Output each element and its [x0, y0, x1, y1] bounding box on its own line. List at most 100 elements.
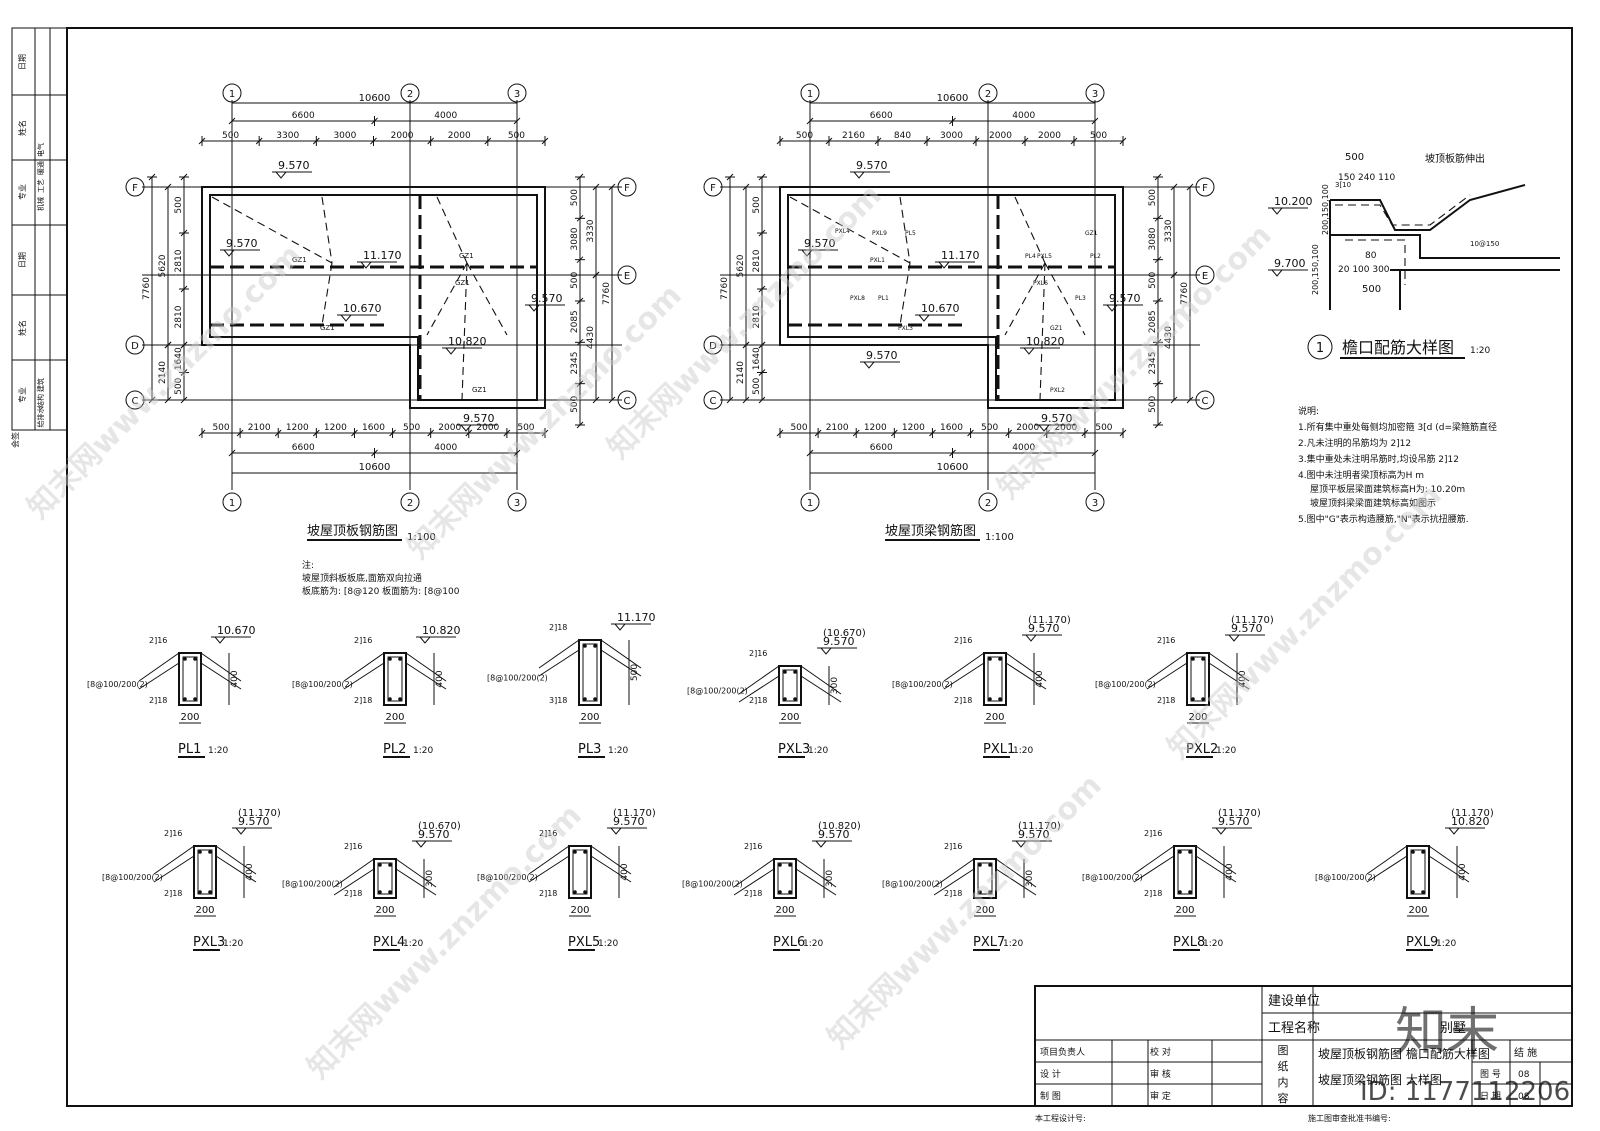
- axis-bubble: [800, 83, 820, 103]
- elev-mark: [460, 424, 472, 432]
- section-scale: 1:20: [413, 746, 433, 756]
- watermark: 知末网www.znzmo.com: [991, 218, 1279, 506]
- top-bar-label: 2]16: [1157, 636, 1175, 645]
- width-label: 200: [1408, 905, 1427, 916]
- elevation-label: (11.170): [613, 808, 656, 819]
- dim-label: 7760: [602, 282, 612, 305]
- dim-total: 10600: [937, 462, 969, 473]
- rebar-dot: [1201, 697, 1205, 701]
- elev-mark: [1271, 207, 1283, 215]
- hip-beam: [321, 196, 333, 264]
- dim-label: 2810: [174, 305, 184, 328]
- dim-label: 500: [752, 196, 762, 213]
- top-bar-label: 2]16: [954, 636, 972, 645]
- elev-mark: [938, 261, 950, 269]
- watermark-logo: 知末: [1395, 1003, 1499, 1063]
- slab-edge: [538, 639, 642, 677]
- rebar-dot: [788, 890, 792, 894]
- axis-label: 2: [407, 89, 413, 100]
- depth-label: 500: [630, 664, 640, 681]
- stirrup: [572, 849, 588, 895]
- detail-number: 1: [1316, 341, 1324, 356]
- dim-label: 3330: [1164, 219, 1174, 242]
- dim-label: 4000: [1012, 111, 1035, 121]
- width-label: 200: [975, 905, 994, 916]
- width-label: 200: [1188, 712, 1207, 723]
- hip-beam: [466, 262, 508, 336]
- member-tag: PL5: [905, 230, 916, 237]
- dim-label: 2100: [248, 423, 271, 433]
- axis-label: E: [1202, 271, 1208, 282]
- rebar-dot: [1411, 850, 1415, 854]
- beam-outline: [178, 652, 202, 706]
- axis-label: F: [710, 183, 716, 194]
- elevation-label: (11.170): [1018, 821, 1061, 832]
- note-item: 坡屋顶斜梁梁面建筑标高如图示: [1310, 497, 1436, 509]
- stirrup-label: [8@100/200(2): [682, 880, 743, 889]
- slab-edge: [733, 858, 837, 896]
- section-name: PL2: [383, 742, 406, 757]
- sheet-border: [66, 27, 1573, 1107]
- elevation-label: 9.570: [226, 237, 258, 250]
- dim-label: 500: [752, 377, 762, 394]
- width-label: 200: [1175, 905, 1194, 916]
- elev-mark: [340, 314, 352, 322]
- dim-label: 2000: [989, 131, 1012, 141]
- detail-dim: 500: [1362, 284, 1381, 295]
- dim-label: 500: [517, 423, 534, 433]
- section-scale: 1:20: [1003, 939, 1023, 949]
- depth-label: 300: [825, 870, 835, 887]
- rebar-dot: [978, 863, 982, 867]
- hip-beam: [1004, 262, 1046, 336]
- rebar-dot: [1188, 890, 1192, 894]
- elev-mark: [214, 636, 226, 644]
- dim-label: 500: [1090, 131, 1107, 141]
- section-scale: 1:20: [403, 939, 423, 949]
- stirrup: [377, 862, 393, 895]
- dim-label: 4000: [434, 443, 457, 453]
- elevation-label: 11.170: [941, 249, 980, 262]
- axis-label: 3: [514, 89, 520, 100]
- hip-beam: [899, 196, 911, 264]
- axis-bubble: [617, 265, 637, 285]
- member-tag: PXL4: [835, 228, 850, 235]
- elevation-label: 9.570: [1218, 815, 1250, 828]
- detail-note: 3[10: [1335, 181, 1351, 189]
- beam-outline: [1406, 845, 1430, 899]
- hip-beam: [899, 262, 911, 326]
- dim-label: 5620: [158, 254, 168, 277]
- bottom-bar-label: 3]18: [549, 696, 567, 705]
- elevation-label: 9.570: [856, 159, 888, 172]
- rebar-dot: [593, 697, 597, 701]
- slab-edge: [333, 858, 437, 896]
- axis-label: 3: [1092, 89, 1098, 100]
- rebar-dot: [1178, 890, 1182, 894]
- elev-mark: [1228, 634, 1240, 642]
- elev-mark: [1215, 827, 1227, 835]
- axis-label: 3: [1092, 498, 1098, 509]
- rebar-dot: [198, 890, 202, 894]
- bottom-bar-label: 2]18: [954, 696, 972, 705]
- notes-heading: 说明:: [1298, 405, 1319, 417]
- axis-label: F: [1202, 183, 1208, 194]
- bottom-bar-label: 2]18: [344, 889, 362, 898]
- top-bar-label: 2]16: [749, 649, 767, 658]
- dim-label: 500: [981, 423, 998, 433]
- axis-bubble: [125, 177, 145, 197]
- elevation-label: (10.670): [823, 628, 866, 639]
- section-scale: 1:20: [1203, 939, 1223, 949]
- note-item: 屋顶平板层梁面建筑标高H为: 10.20m: [1310, 483, 1465, 495]
- rebar-dot: [783, 697, 787, 701]
- stirrup: [782, 669, 798, 702]
- project-value: 别墅: [1440, 1021, 1466, 1036]
- dim-label: 7760: [142, 277, 152, 300]
- axis-bubble: [617, 177, 637, 197]
- section-name: PXL9: [1406, 935, 1438, 950]
- dim-label: 6600: [292, 111, 315, 121]
- dim-label: 2000: [1054, 423, 1077, 433]
- depth-label: 400: [1238, 670, 1248, 687]
- axis-bubble: [400, 83, 420, 103]
- dim-label: 2810: [174, 249, 184, 272]
- elev-mark: [360, 261, 372, 269]
